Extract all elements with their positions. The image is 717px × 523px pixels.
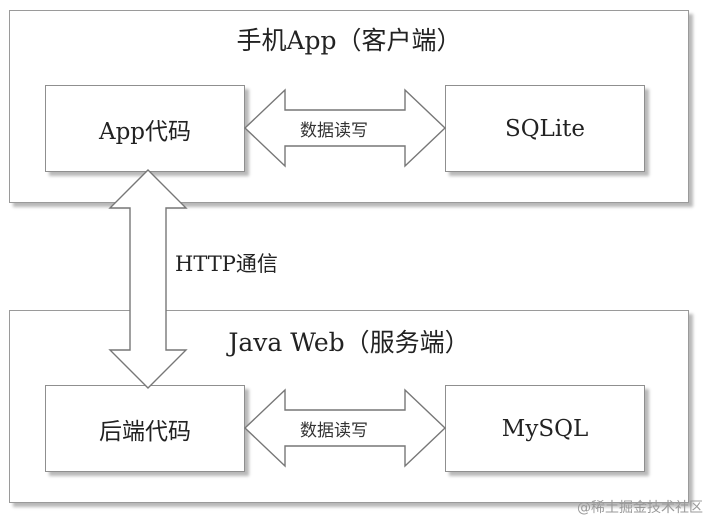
- client-double-arrow: [243, 88, 447, 168]
- http-label: HTTP通信: [175, 252, 278, 276]
- app-code-label: App代码: [98, 118, 192, 145]
- mysql-node: MySQL: [445, 385, 645, 472]
- watermark: @稀土掘金技术社区: [577, 500, 703, 516]
- backend-code-label: 后端代码: [99, 418, 191, 445]
- server-link-label: 数据读写: [300, 421, 368, 441]
- mysql-label: MySQL: [501, 415, 589, 442]
- client-link-label: 数据读写: [300, 121, 368, 141]
- app-code-node: App代码: [45, 85, 245, 172]
- sqlite-label: SQLite: [504, 115, 586, 142]
- backend-code-node: 后端代码: [45, 385, 245, 472]
- sqlite-node: SQLite: [445, 85, 645, 172]
- client-title: 手机App（客户端）: [236, 26, 462, 55]
- server-double-arrow: [243, 388, 447, 468]
- http-double-arrow: [108, 169, 188, 389]
- server-title: Java Web（服务端）: [228, 328, 470, 357]
